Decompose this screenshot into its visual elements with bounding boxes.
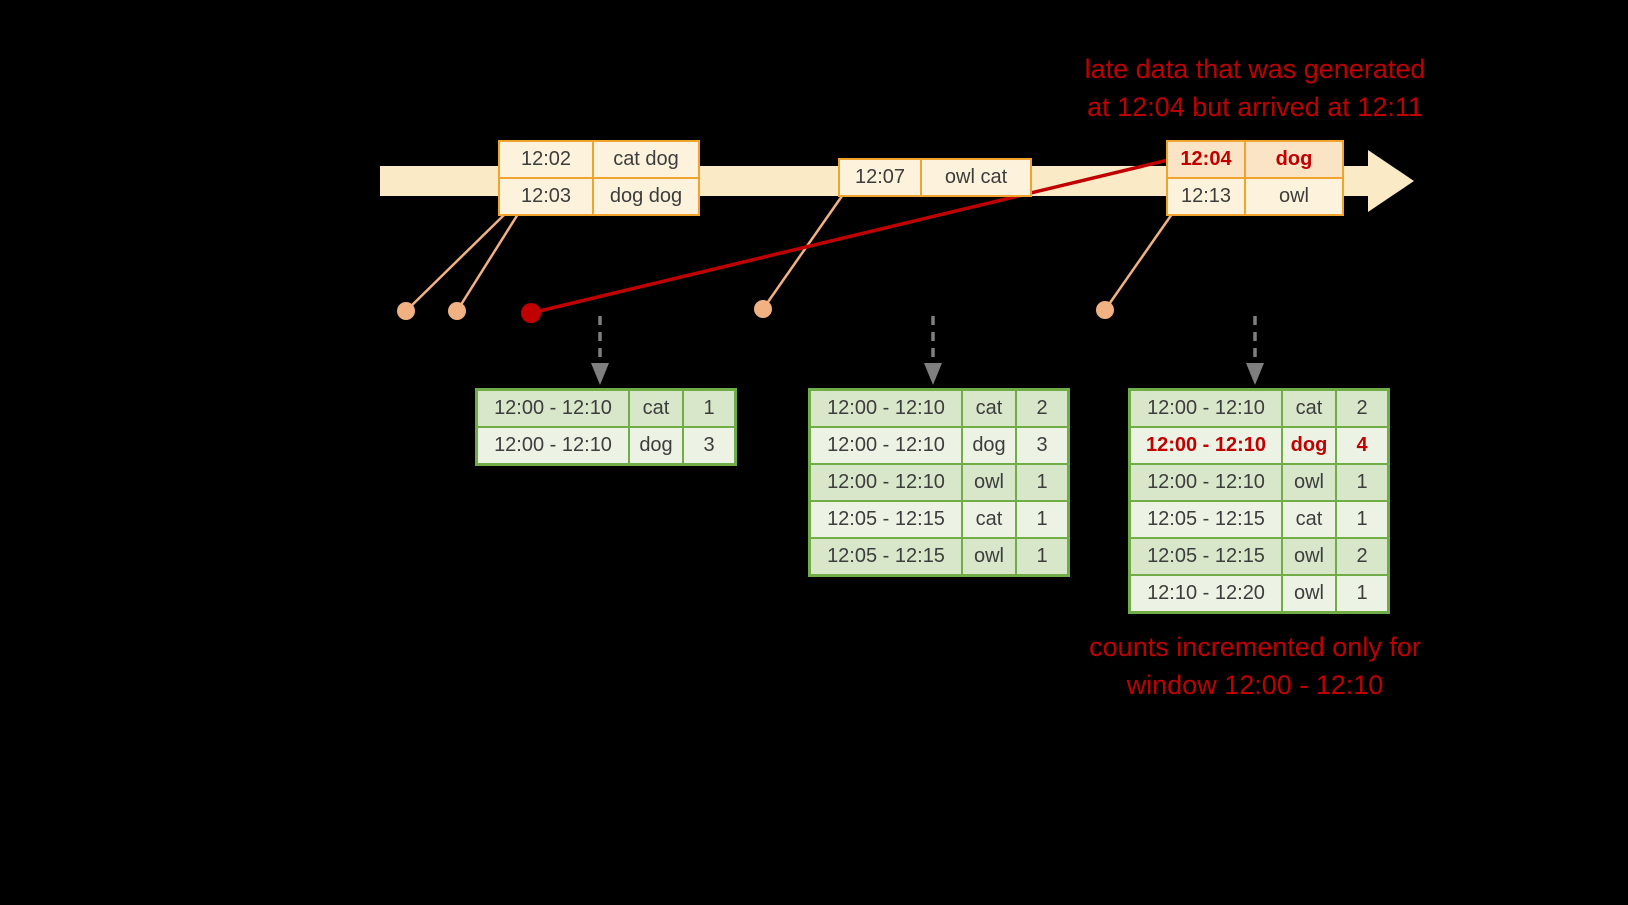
timeline-arrowhead-icon — [1368, 150, 1414, 212]
result-count: 1 — [684, 391, 734, 426]
result-window: 12:00 - 12:10 — [1131, 465, 1281, 500]
arrival-dot — [397, 302, 415, 320]
result-count: 1 — [1017, 465, 1067, 500]
arrival-dot — [1096, 301, 1114, 319]
arrival-dots — [397, 300, 1114, 323]
updated-result-word: dog — [1283, 428, 1335, 463]
result-word: owl — [1283, 539, 1335, 574]
counts-annotation-line2: window 12:00 - 12:10 — [1126, 670, 1384, 700]
result-table-1: 12:00 - 12:10 cat 1 12:00 - 12:10 dog 3 — [475, 388, 737, 466]
result-word: cat — [963, 502, 1015, 537]
counts-annotation: counts incremented only for window 12:00… — [1035, 628, 1475, 704]
arrival-dot — [754, 300, 772, 318]
event-table-1: 12:02 cat dog 12:03 dog dog — [498, 140, 700, 216]
arrival-dot — [448, 302, 466, 320]
result-count: 1 — [1337, 465, 1387, 500]
result-window: 12:10 - 12:20 — [1131, 576, 1281, 611]
late-arrival-dot — [521, 303, 541, 323]
result-word: owl — [1283, 576, 1335, 611]
event-time: 12:03 — [500, 179, 592, 214]
late-event-time: 12:04 — [1168, 142, 1244, 177]
event-words: dog dog — [594, 179, 698, 214]
result-window: 12:00 - 12:10 — [811, 391, 961, 426]
result-count: 3 — [1017, 428, 1067, 463]
result-table-3: 12:00 - 12:10 cat 2 12:00 - 12:10 dog 4 … — [1128, 388, 1390, 614]
result-count: 2 — [1337, 391, 1387, 426]
late-data-annotation: late data that was generated at 12:04 bu… — [1035, 50, 1475, 126]
trigger-arrow-3-icon — [1246, 316, 1264, 385]
result-count: 1 — [1017, 502, 1067, 537]
result-window: 12:05 - 12:15 — [1131, 502, 1281, 537]
result-word: cat — [1283, 502, 1335, 537]
result-window: 12:05 - 12:15 — [1131, 539, 1281, 574]
result-window: 12:00 - 12:10 — [1131, 391, 1281, 426]
event-time: 12:13 — [1168, 179, 1244, 214]
event-words: owl cat — [922, 160, 1030, 195]
event-words: owl — [1246, 179, 1342, 214]
event-words: cat dog — [594, 142, 698, 177]
result-word: owl — [963, 465, 1015, 500]
result-window: 12:00 - 12:10 — [811, 428, 961, 463]
result-window: 12:05 - 12:15 — [811, 502, 961, 537]
trigger-arrow-1-icon — [591, 316, 609, 385]
event-time: 12:02 — [500, 142, 592, 177]
event-time: 12:07 — [840, 160, 920, 195]
result-count: 1 — [1337, 502, 1387, 537]
result-word: cat — [630, 391, 682, 426]
result-window: 12:00 - 12:10 — [478, 391, 628, 426]
result-word: dog — [963, 428, 1015, 463]
trigger-arrow-2-icon — [924, 316, 942, 385]
result-word: cat — [963, 391, 1015, 426]
result-count: 2 — [1017, 391, 1067, 426]
result-window: 12:00 - 12:10 — [811, 465, 961, 500]
event-table-3: 12:04 dog 12:13 owl — [1166, 140, 1344, 216]
result-window: 12:05 - 12:15 — [811, 539, 961, 574]
result-window: 12:00 - 12:10 — [478, 428, 628, 463]
late-data-annotation-line2: at 12:04 but arrived at 12:11 — [1087, 92, 1423, 122]
result-table-2: 12:00 - 12:10 cat 2 12:00 - 12:10 dog 3 … — [808, 388, 1070, 577]
result-count: 1 — [1017, 539, 1067, 574]
updated-result-window: 12:00 - 12:10 — [1131, 428, 1281, 463]
result-word: cat — [1283, 391, 1335, 426]
result-word: owl — [1283, 465, 1335, 500]
result-count: 3 — [684, 428, 734, 463]
event-table-2: 12:07 owl cat — [838, 158, 1032, 197]
late-data-annotation-line1: late data that was generated — [1084, 54, 1426, 84]
result-count: 2 — [1337, 539, 1387, 574]
counts-annotation-line1: counts incremented only for — [1089, 632, 1421, 662]
result-count: 1 — [1337, 576, 1387, 611]
updated-result-count: 4 — [1337, 428, 1387, 463]
result-word: dog — [630, 428, 682, 463]
late-event-words: dog — [1246, 142, 1342, 177]
result-word: owl — [963, 539, 1015, 574]
